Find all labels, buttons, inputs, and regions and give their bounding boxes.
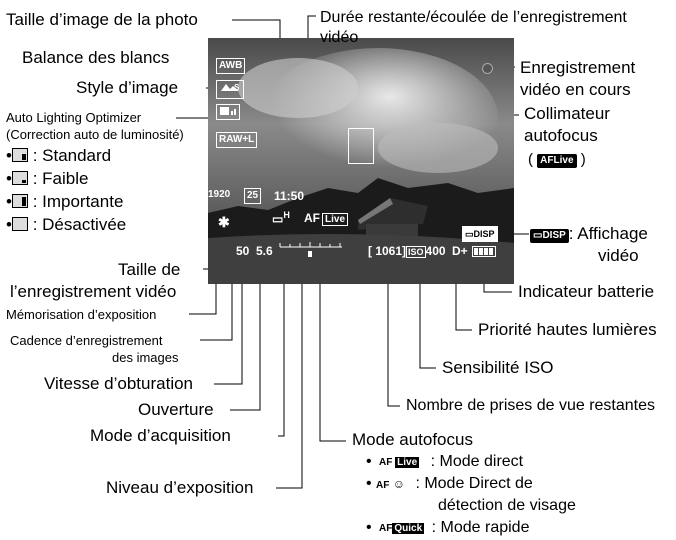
svg-text:S: S bbox=[234, 83, 240, 92]
af-point-box bbox=[348, 128, 374, 164]
label-iso: Sensibilité ISO bbox=[442, 358, 554, 377]
label-movie-size-2: l’enregistrement vidéo bbox=[10, 282, 177, 301]
movie-size-icon: 1920 bbox=[208, 189, 231, 200]
label-battery: Indicateur batterie bbox=[518, 282, 655, 301]
label-aperture: Ouverture bbox=[138, 400, 214, 419]
label-white-balance: Balance des blancs bbox=[22, 48, 170, 67]
af-face-mode: • AF ☺ : Mode Direct de bbox=[366, 475, 533, 492]
label-shutter-speed: Vitesse d’obturation bbox=[44, 374, 194, 393]
af-live-mode: • AF Live : Mode direct bbox=[366, 453, 524, 470]
label-recording-time-1: Durée restante/écoulée de l’enregistreme… bbox=[320, 9, 627, 26]
frame-rate-icon: 25 bbox=[244, 188, 262, 204]
movie-disp-inline-icon: ▭DISP bbox=[530, 229, 569, 243]
label-af-mode: Mode autofocus bbox=[352, 430, 473, 449]
face-icon: ☺ bbox=[389, 477, 405, 491]
image-quality-icon: RAW+L bbox=[216, 132, 258, 148]
af-face-mode-2: détection de visage bbox=[438, 497, 576, 514]
label-ae-lock: Mémorisation d’exposition bbox=[6, 307, 157, 322]
label-recording-time-2: vidéo bbox=[320, 29, 359, 46]
shutter-speed: 50 bbox=[236, 244, 250, 258]
picture-style-icon: S bbox=[216, 80, 244, 99]
label-af-point-3: ( AFLive ) bbox=[528, 151, 586, 168]
awb-icon: AWB bbox=[216, 58, 246, 74]
label-af-point-1: Collimateur bbox=[524, 104, 610, 123]
aperture-value: 5.6 bbox=[256, 244, 273, 258]
alo-disabled: • : Désactivée bbox=[6, 215, 127, 234]
label-frame-rate-1: Cadence d’enregistrement bbox=[10, 333, 163, 348]
label-shots-remaining: Nombre de prises de vue restantes bbox=[406, 397, 656, 414]
scene-image bbox=[208, 38, 514, 284]
alo-icon bbox=[216, 104, 240, 120]
drive-mode-icon: ▭H bbox=[272, 210, 290, 226]
alo-low: • : Faible bbox=[6, 169, 89, 188]
label-alo-2: (Correction auto de luminosité) bbox=[6, 127, 184, 142]
highlight-tone-priority: D+ bbox=[452, 244, 468, 258]
label-picture-style: Style d’image bbox=[76, 78, 179, 97]
label-drive-mode: Mode d’acquisition bbox=[90, 426, 231, 445]
label-movie-display-2: vidéo bbox=[598, 246, 639, 265]
exposure-level-scale bbox=[279, 242, 342, 257]
label-af-point-2: autofocus bbox=[524, 126, 598, 145]
label-alo-1: Auto Lighting Optimizer bbox=[6, 110, 142, 125]
label-movie-size-1: Taille de bbox=[118, 260, 181, 279]
alo-strong: • : Importante bbox=[6, 192, 124, 211]
recording-indicator bbox=[482, 63, 493, 74]
label-highlight-priority: Priorité hautes lumières bbox=[478, 320, 657, 339]
alo-standard: • : Standard bbox=[6, 146, 112, 165]
movie-disp-icon: ▭DISP bbox=[462, 226, 498, 242]
label-movie-display-1: ▭DISP: Affichage bbox=[530, 224, 648, 244]
exposure-lock-icon: ✱ bbox=[218, 214, 230, 230]
battery-icon bbox=[472, 246, 496, 257]
label-recording-2: vidéo en cours bbox=[520, 80, 631, 99]
label-image-size: Taille d’image de la photo bbox=[6, 10, 198, 29]
time-readout: 11:50 bbox=[274, 189, 305, 203]
label-frame-rate-2: des images bbox=[112, 350, 179, 365]
label-exposure-level: Niveau d’exposition bbox=[106, 478, 254, 497]
af-live-icon: AFLive bbox=[537, 154, 577, 168]
label-recording-1: Enregistrement bbox=[520, 58, 636, 77]
shots-remaining: [ 1061] bbox=[368, 244, 407, 258]
